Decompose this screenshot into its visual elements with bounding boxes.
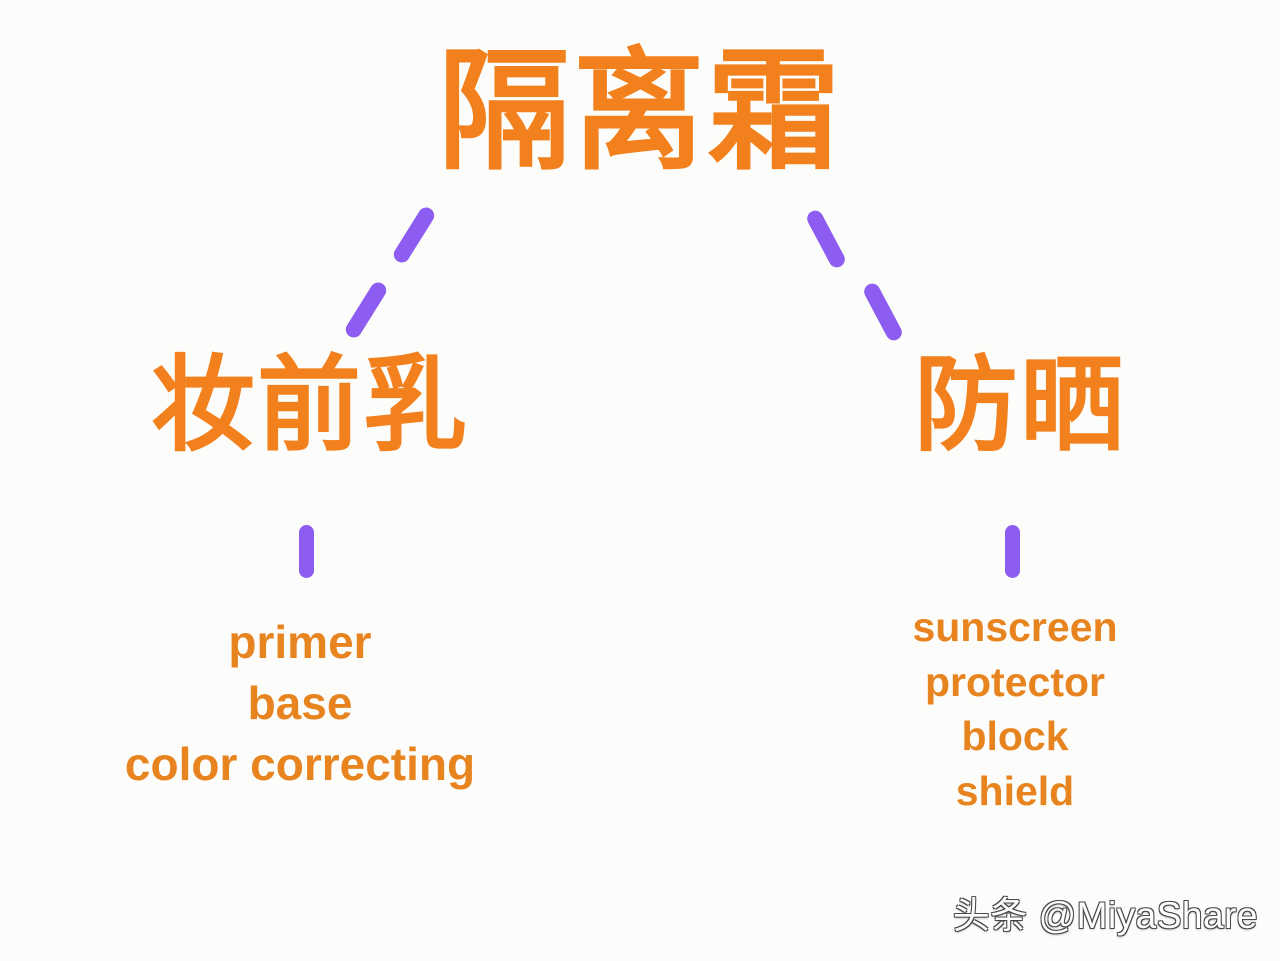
keyword-item: base [247, 677, 353, 730]
watermark: 头条 @MiyaShare [952, 895, 1258, 936]
connector-dash-right-stem [1005, 525, 1020, 578]
keyword-item: color correcting [124, 738, 476, 791]
keyword-item: sunscreen [912, 604, 1118, 650]
keyword-list-primer: primer base color correcting [60, 612, 540, 796]
connector-dash-left-lower [342, 279, 390, 341]
connector-dash-right-lower [861, 280, 905, 344]
root-node-label: 隔离霜 [438, 38, 842, 185]
connector-dash-left-upper [390, 204, 438, 266]
keyword-item: block [961, 713, 1069, 760]
branch-label-sunscreen: 防晒 [913, 348, 1127, 464]
keyword-list-sunscreen: sunscreen protector block shield [855, 600, 1175, 818]
keyword-item: primer [228, 616, 372, 668]
connector-dash-right-upper [804, 207, 848, 271]
keyword-item: protector [925, 658, 1105, 705]
connector-dash-left-stem [299, 525, 314, 578]
branch-label-primer: 妆前乳 [150, 348, 470, 464]
keyword-item: shield [955, 767, 1075, 814]
